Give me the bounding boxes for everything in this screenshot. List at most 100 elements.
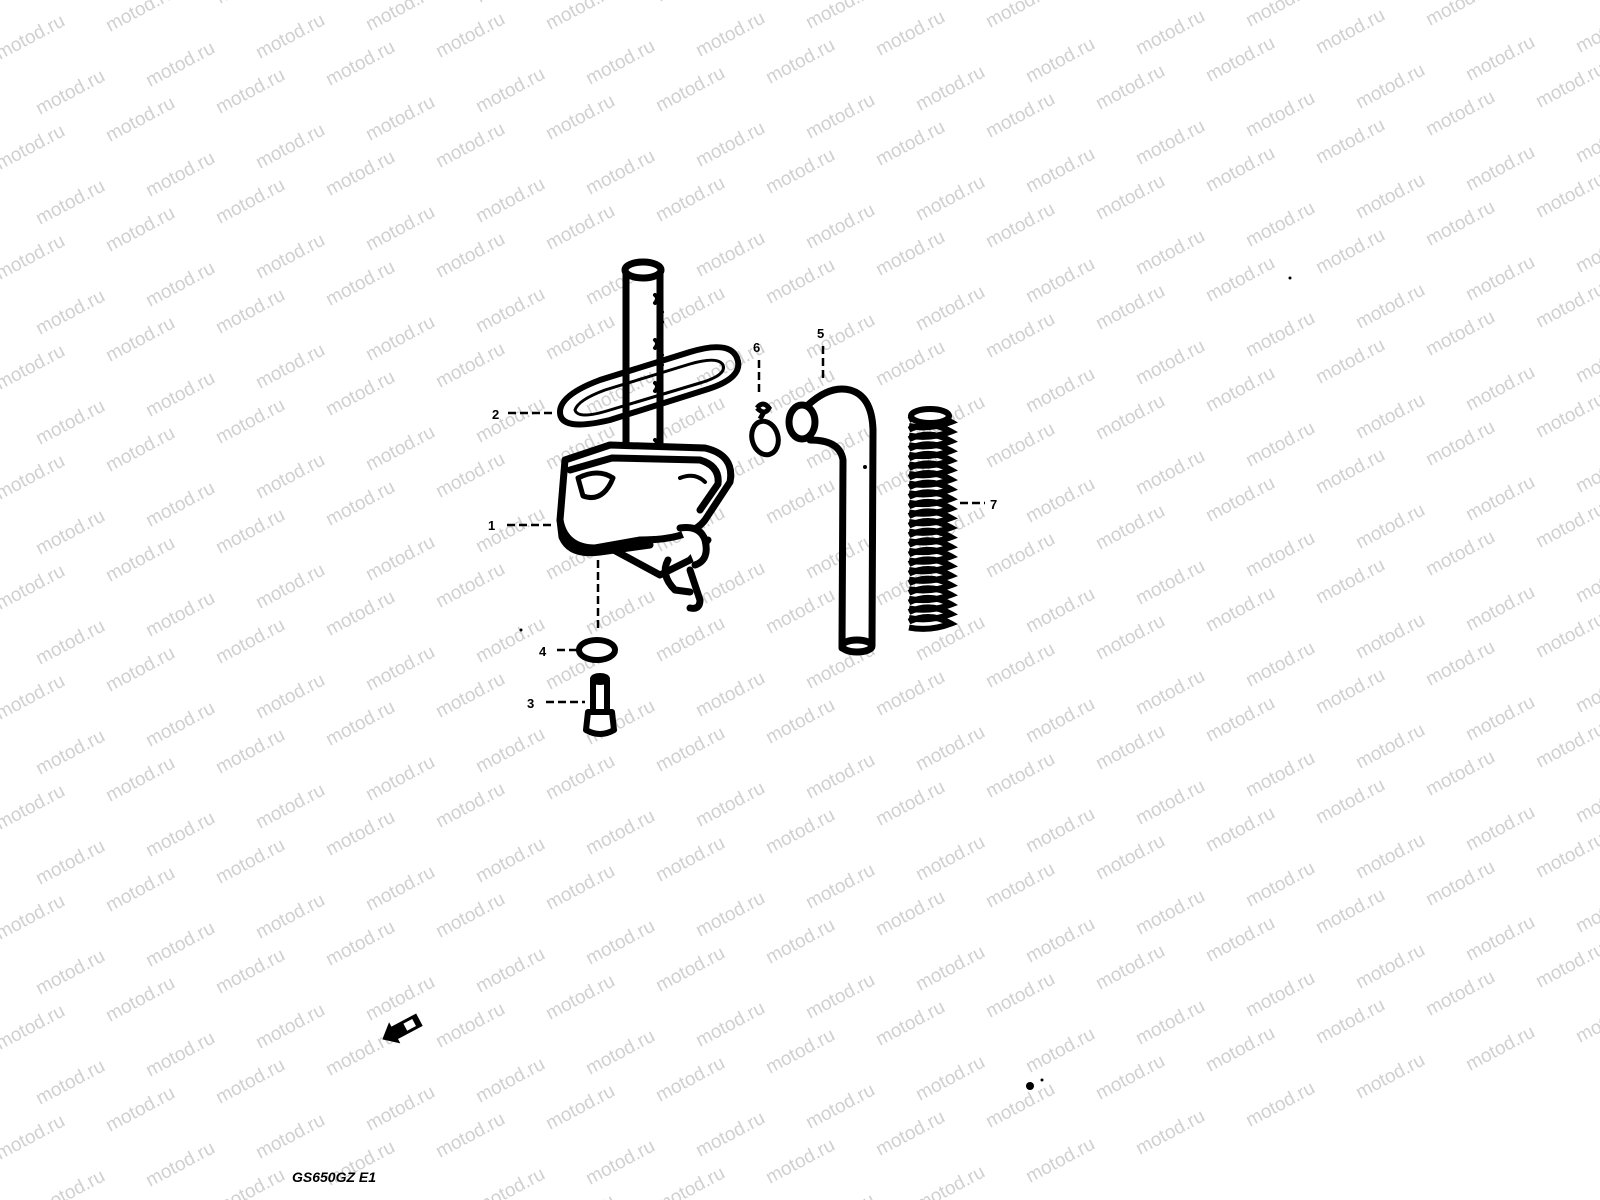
watermark-text: motod.ru (252, 560, 328, 614)
watermark-text: motod.ru (142, 808, 218, 862)
watermark-text: motod.ru (32, 616, 108, 670)
watermark-text: motod.ru (1242, 858, 1318, 912)
watermark-text: motod.ru (692, 668, 768, 722)
watermark-text: motod.ru (1422, 197, 1498, 251)
watermark-text: motod.ru (252, 340, 328, 394)
watermark-text: motod.ru (1572, 884, 1600, 938)
watermark-text: motod.ru (1532, 719, 1600, 773)
watermark-text: motod.ru (872, 777, 948, 831)
watermark-text: motod.ru (0, 231, 69, 285)
watermark-text: motod.ru (322, 257, 398, 311)
watermark-text: motod.ru (1352, 60, 1428, 114)
watermark-text: motod.ru (102, 0, 178, 36)
watermark-text: motod.ru (1132, 776, 1208, 830)
watermark-text: motod.ru (1532, 939, 1600, 993)
watermark-text: motod.ru (762, 255, 838, 309)
watermark-text: motod.ru (142, 918, 218, 972)
watermark-text: motod.ru (0, 11, 69, 65)
watermark-text: motod.ru (362, 0, 438, 35)
watermark-text: motod.ru (1202, 473, 1278, 527)
watermark-text: motod.ru (362, 312, 438, 366)
watermark-text: motod.ru (1202, 913, 1278, 967)
watermark-text: motod.ru (0, 121, 69, 175)
watermark-text: motod.ru (362, 532, 438, 586)
callout-1: 1 (488, 518, 495, 533)
watermark-text: motod.ru (212, 945, 288, 999)
watermark-text: motod.ru (1132, 116, 1208, 170)
watermark-text: motod.ru (1132, 6, 1208, 60)
watermark-text: motod.ru (802, 90, 878, 144)
watermark-text: motod.ru (1242, 418, 1318, 472)
watermark-text: motod.ru (1202, 803, 1278, 857)
watermark-text: motod.ru (912, 832, 988, 886)
watermark-text: motod.ru (912, 172, 988, 226)
watermark-text: motod.ru (692, 8, 768, 62)
watermark-text: motod.ru (542, 861, 618, 915)
watermark-text: motod.ru (1422, 747, 1498, 801)
watermark-text: motod.ru (802, 1080, 878, 1134)
watermark-text: motod.ru (362, 642, 438, 696)
watermark-text: motod.ru (1242, 528, 1318, 582)
watermark-text: motod.ru (432, 119, 508, 173)
watermark-text: motod.ru (0, 341, 69, 395)
watermark-text: motod.ru (142, 588, 218, 642)
watermark-text: motod.ru (1202, 363, 1278, 417)
watermark-text: motod.ru (1352, 940, 1428, 994)
watermark-text: motod.ru (582, 1026, 658, 1080)
watermark-text: motod.ru (652, 1053, 728, 1107)
watermark-text: motod.ru (912, 282, 988, 336)
watermark-text: motod.ru (1132, 556, 1208, 610)
watermark-text: motod.ru (1572, 444, 1600, 498)
watermark-text: motod.ru (1132, 1106, 1208, 1160)
watermark-text: motod.ru (32, 396, 108, 450)
watermark-text: motod.ru (1092, 941, 1168, 995)
watermark-text: motod.ru (582, 1136, 658, 1190)
callout-7: 7 (990, 497, 997, 512)
watermark-text: motod.ru (542, 91, 618, 145)
watermark-text: motod.ru (362, 92, 438, 146)
watermark-text: motod.ru (652, 173, 728, 227)
watermark-text: motod.ru (1532, 169, 1600, 223)
watermark-text: motod.ru (0, 561, 69, 615)
watermark-text: motod.ru (582, 806, 658, 860)
watermark-text: motod.ru (692, 888, 768, 942)
watermark-text: motod.ru (102, 93, 178, 147)
watermark-text: motod.ru (1242, 0, 1318, 31)
watermark-text: motod.ru (252, 890, 328, 944)
watermark-text: motod.ru (1242, 638, 1318, 692)
watermark-text: motod.ru (692, 998, 768, 1052)
callout-4: 4 (539, 644, 547, 659)
watermark-text: motod.ru (1462, 362, 1538, 416)
watermark-text: motod.ru (1022, 474, 1098, 528)
watermark-text: motod.ru (322, 587, 398, 641)
watermark-text: motod.ru (1462, 472, 1538, 526)
watermark-text: motod.ru (872, 337, 948, 391)
watermark-text: motod.ru (1022, 1024, 1098, 1078)
watermark-text: motod.ru (432, 339, 508, 393)
watermark-text: motod.ru (1312, 555, 1388, 609)
watermark-text: motod.ru (102, 973, 178, 1027)
screw (583, 673, 617, 737)
watermark-text: motod.ru (1312, 885, 1388, 939)
watermark-text: motod.ru (1462, 912, 1538, 966)
watermark-text: motod.ru (102, 533, 178, 587)
watermark-text: motod.ru (252, 230, 328, 284)
watermark-text: motod.ru (542, 1191, 618, 1200)
watermark-text: motod.ru (1352, 280, 1428, 334)
watermark-text: motod.ru (692, 778, 768, 832)
watermark-text: motod.ru (982, 529, 1058, 583)
watermark-text: motod.ru (252, 10, 328, 64)
callout-3: 3 (527, 696, 534, 711)
watermark-text: motod.ru (472, 834, 548, 888)
watermark-text: motod.ru (762, 805, 838, 859)
watermark-text: motod.ru (1422, 527, 1498, 581)
callout-6: 6 (753, 340, 760, 355)
watermark-text: motod.ru (212, 615, 288, 669)
watermark-text: motod.ru (432, 559, 508, 613)
watermark-text: motod.ru (142, 258, 218, 312)
watermark-text: motod.ru (1532, 59, 1600, 113)
watermark-text: motod.ru (762, 915, 838, 969)
watermark-text: motod.ru (582, 586, 658, 640)
watermark-text: motod.ru (692, 558, 768, 612)
